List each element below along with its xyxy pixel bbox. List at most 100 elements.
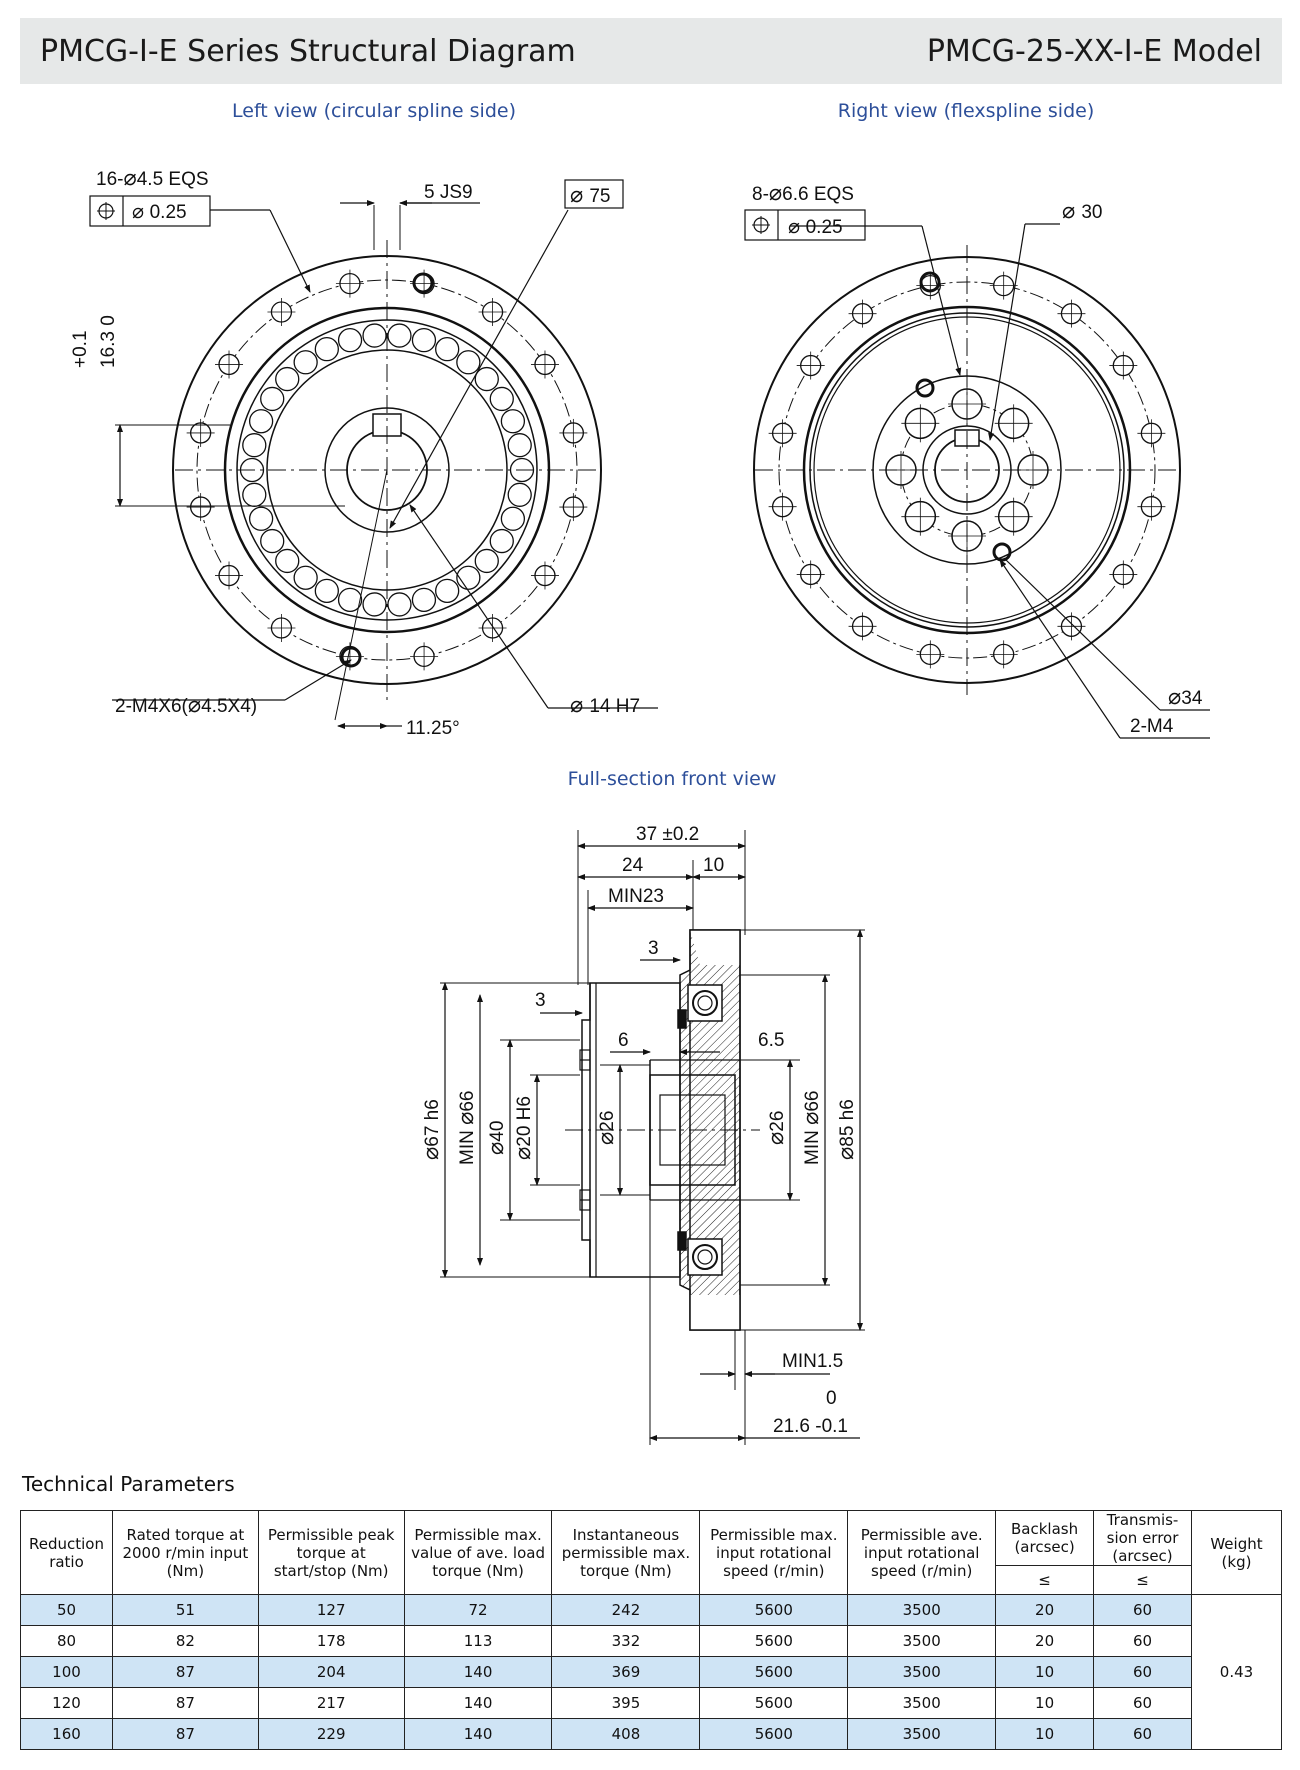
- tol-zero-label: 0: [826, 1388, 837, 1409]
- bearing-ball: [435, 578, 460, 603]
- parameters-table: Reduction ratio Rated torque at 2000 r/m…: [20, 1510, 1283, 1750]
- right-mounting-holes: [768, 271, 1166, 669]
- table-cell: 332: [551, 1625, 701, 1657]
- table-cell: 217: [257, 1687, 405, 1719]
- right-view-caption: Right view (flexspline side): [837, 100, 1095, 122]
- outer-dia-label: ⌀ 75: [570, 182, 611, 207]
- table-cell: 127: [257, 1594, 405, 1626]
- d26b-label: ⌀26: [763, 1111, 788, 1145]
- d85-label: ⌀85 h6: [833, 1099, 858, 1160]
- left-tolerance-label: ⌀ 0.25: [132, 201, 187, 223]
- table-symbol-row: ≤ ≤: [21, 1565, 1282, 1595]
- bearing-ball: [387, 592, 412, 617]
- header-cell: Weight (kg): [1190, 1510, 1283, 1595]
- bearing-ball: [489, 386, 514, 412]
- left-view-drawing: [89, 179, 658, 729]
- bearing-ball: [411, 587, 437, 612]
- angle-label: 11.25°: [406, 718, 460, 739]
- right-holes-label: 8-⌀6.6 EQS: [752, 180, 854, 205]
- bearing-ball: [337, 328, 363, 353]
- table-cell: 87: [111, 1656, 259, 1688]
- table-cell: 120: [20, 1687, 113, 1719]
- table-cell: 140: [403, 1687, 553, 1719]
- left-holes-label: 16-⌀4.5 EQS: [96, 165, 209, 190]
- d67-label: ⌀67 h6: [418, 1099, 443, 1160]
- bearing-ball: [337, 587, 363, 612]
- table-cell: 3500: [847, 1594, 997, 1626]
- bearing-ball: [314, 578, 339, 603]
- table-cell: 5600: [699, 1718, 849, 1750]
- dim-6-5-label: 6.5: [758, 1030, 784, 1051]
- bearing-ball: [242, 482, 267, 507]
- table-cell: 10: [995, 1718, 1095, 1750]
- header-cell: Reduction ratio: [20, 1510, 113, 1595]
- tapped-label: 2-M4: [1130, 716, 1174, 737]
- bearing-ball: [275, 548, 300, 574]
- bearing-ball: [500, 409, 526, 434]
- d40-label: ⌀40: [483, 1121, 508, 1155]
- table-cell: 408: [551, 1718, 701, 1750]
- header-cell: Permissible max. input rotational speed …: [699, 1510, 849, 1595]
- bearing-ball: [362, 592, 387, 617]
- min66-right-label: MIN ⌀66: [798, 1091, 823, 1166]
- table-cell: 369: [551, 1656, 701, 1688]
- front-section-labels: 37 ±0.2 24 10 MIN23 3 3 6 6.5 ⌀67 h6 MIN…: [418, 824, 858, 1437]
- table-cell: 178: [257, 1625, 405, 1657]
- table-cell: 204: [257, 1656, 405, 1688]
- inner-dia-label: ⌀ 30: [1062, 198, 1103, 223]
- table-cell: 50: [20, 1594, 113, 1626]
- total-length-label: 37 ±0.2: [636, 824, 699, 845]
- d20-label: ⌀20 H6: [510, 1096, 535, 1160]
- bearing-ball: [260, 528, 285, 554]
- table-cell: 160: [20, 1718, 113, 1750]
- dim-3a-label: 3: [648, 938, 659, 959]
- le-symbol: ≤: [995, 1565, 1095, 1595]
- header-cell: Rated torque at 2000 r/min input (Nm): [111, 1510, 259, 1595]
- table-cell: 60: [1093, 1625, 1192, 1657]
- table-cell: 5600: [699, 1687, 849, 1719]
- table-cell: 5600: [699, 1594, 849, 1626]
- left-bearing-balls: [239, 323, 535, 617]
- bearing-ball: [507, 482, 532, 507]
- table-cell: 3500: [847, 1656, 997, 1688]
- len-24-label: 24: [622, 855, 644, 876]
- table-cell: 87: [111, 1718, 259, 1750]
- keyway-label: 5 JS9: [424, 182, 473, 203]
- bearing-ball: [314, 337, 339, 362]
- le-symbol: ≤: [1093, 1565, 1192, 1595]
- table-cell: 60: [1093, 1687, 1192, 1719]
- table-cell: 100: [20, 1656, 113, 1688]
- bearing-ball: [275, 366, 300, 392]
- tapped-holes-label: 2-M4X6(⌀4.5X4): [115, 692, 257, 717]
- header-cell: Instantaneous permissible max. torque (N…: [551, 1510, 701, 1595]
- table-cell: 3500: [847, 1687, 997, 1719]
- header-cell: Permissible ave. input rotational speed …: [847, 1510, 997, 1595]
- dim-21-6-label: 21.6 -0.1: [773, 1416, 848, 1437]
- table-cell: 242: [551, 1594, 701, 1626]
- dim-6-label: 6: [618, 1030, 629, 1051]
- table-cell: 82: [111, 1625, 259, 1657]
- left-mounting-holes: [186, 269, 588, 671]
- weight-cell: 0.43: [1190, 1594, 1283, 1750]
- bearing-ball: [500, 506, 526, 531]
- front-section-drawing: [440, 830, 865, 1445]
- bearing-ball: [435, 337, 460, 362]
- bearing-ball: [248, 506, 274, 531]
- table-cell: 395: [551, 1687, 701, 1719]
- front-view-caption: Full-section front view: [567, 768, 777, 790]
- table-cell: 20: [995, 1594, 1095, 1626]
- len-10-label: 10: [703, 855, 724, 876]
- bearing-ball: [474, 548, 499, 574]
- table-cell: 113: [403, 1625, 553, 1657]
- bearing-ball: [456, 350, 481, 375]
- table-cell: 3500: [847, 1718, 997, 1750]
- table-cell: 60: [1093, 1656, 1192, 1688]
- key-height-label: 16.3 0: [98, 315, 119, 368]
- table-cell: 229: [257, 1718, 405, 1750]
- table-cell: 72: [403, 1594, 553, 1626]
- table-cell: 60: [1093, 1594, 1192, 1626]
- table-cell: 87: [111, 1687, 259, 1719]
